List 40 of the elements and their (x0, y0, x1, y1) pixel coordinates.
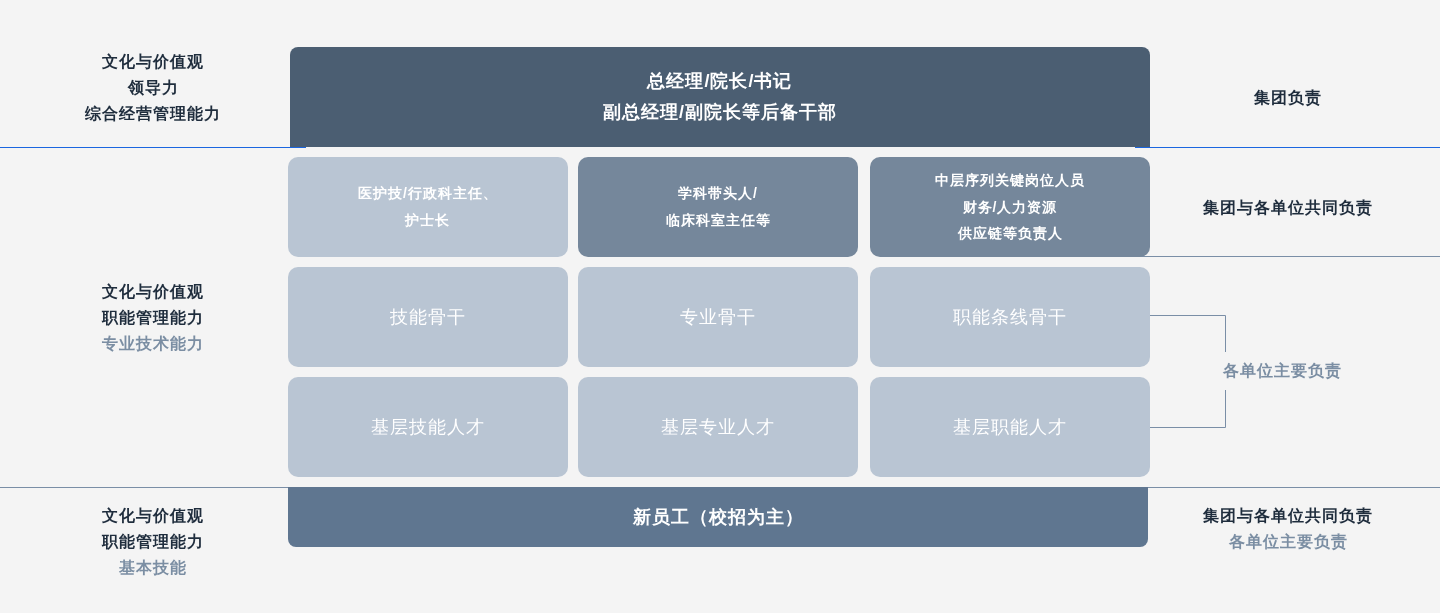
capability-label: 文化与价值观 (102, 281, 204, 302)
position-box (578, 157, 858, 257)
node-text: 新员工（校招为主） (632, 505, 804, 529)
talent-box (578, 267, 858, 367)
node-text: 职能条线骨干 (953, 305, 1067, 329)
node-text: 财务/人力资源 (962, 197, 1058, 217)
talent-box (288, 267, 568, 367)
node-text: 专业骨干 (680, 305, 756, 329)
responsibility-label: 各单位主要负责 (1228, 531, 1348, 553)
node-text: 技能骨干 (390, 305, 466, 329)
node-text: 医护技/行政科主任、护士长 (357, 184, 499, 230)
node-text: 副总经理/副院长等后备干部 (603, 101, 837, 124)
capability-label: 文化与价值观 (102, 505, 204, 526)
node-text: 基层职能人才 (953, 415, 1067, 439)
responsibility-label: 各单位主要负责 (1222, 360, 1342, 382)
capability-label: 文化与价值观 (102, 51, 204, 72)
capability-label: 职能管理能力 (102, 307, 204, 328)
node-text: 供应链等负责人 (957, 224, 1063, 244)
node-text: 学科带头人/ (678, 184, 758, 204)
talent-box (288, 377, 568, 477)
node-text: 基层技能人才 (371, 415, 485, 439)
capability-label: 专业技术能力 (102, 333, 204, 354)
management-box (290, 47, 1150, 147)
node-text: 中层序列关键岗位人员 (935, 171, 1085, 191)
capability-label: 领导力 (127, 77, 179, 98)
position-box (288, 157, 568, 257)
capability-label: 综合经营管理能力 (85, 103, 221, 124)
talent-box (870, 267, 1150, 367)
node-text: 临床科室主任等 (665, 211, 771, 230)
capability-label: 基本技能 (119, 557, 187, 578)
responsibility-label: 集团与各单位共同负责 (1203, 197, 1373, 219)
capability-label: 职能管理能力 (102, 531, 204, 552)
node-text: 基层专业人才 (661, 415, 775, 439)
talent-box (578, 377, 858, 477)
node-text: 总经理/院长/书记 (647, 70, 793, 94)
position-box (870, 157, 1150, 257)
talent-box (870, 377, 1150, 477)
new-staff-box (288, 487, 1148, 547)
responsibility-label: 集团负责 (1254, 87, 1322, 109)
responsibility-label: 集团与各单位共同负责 (1203, 505, 1373, 527)
